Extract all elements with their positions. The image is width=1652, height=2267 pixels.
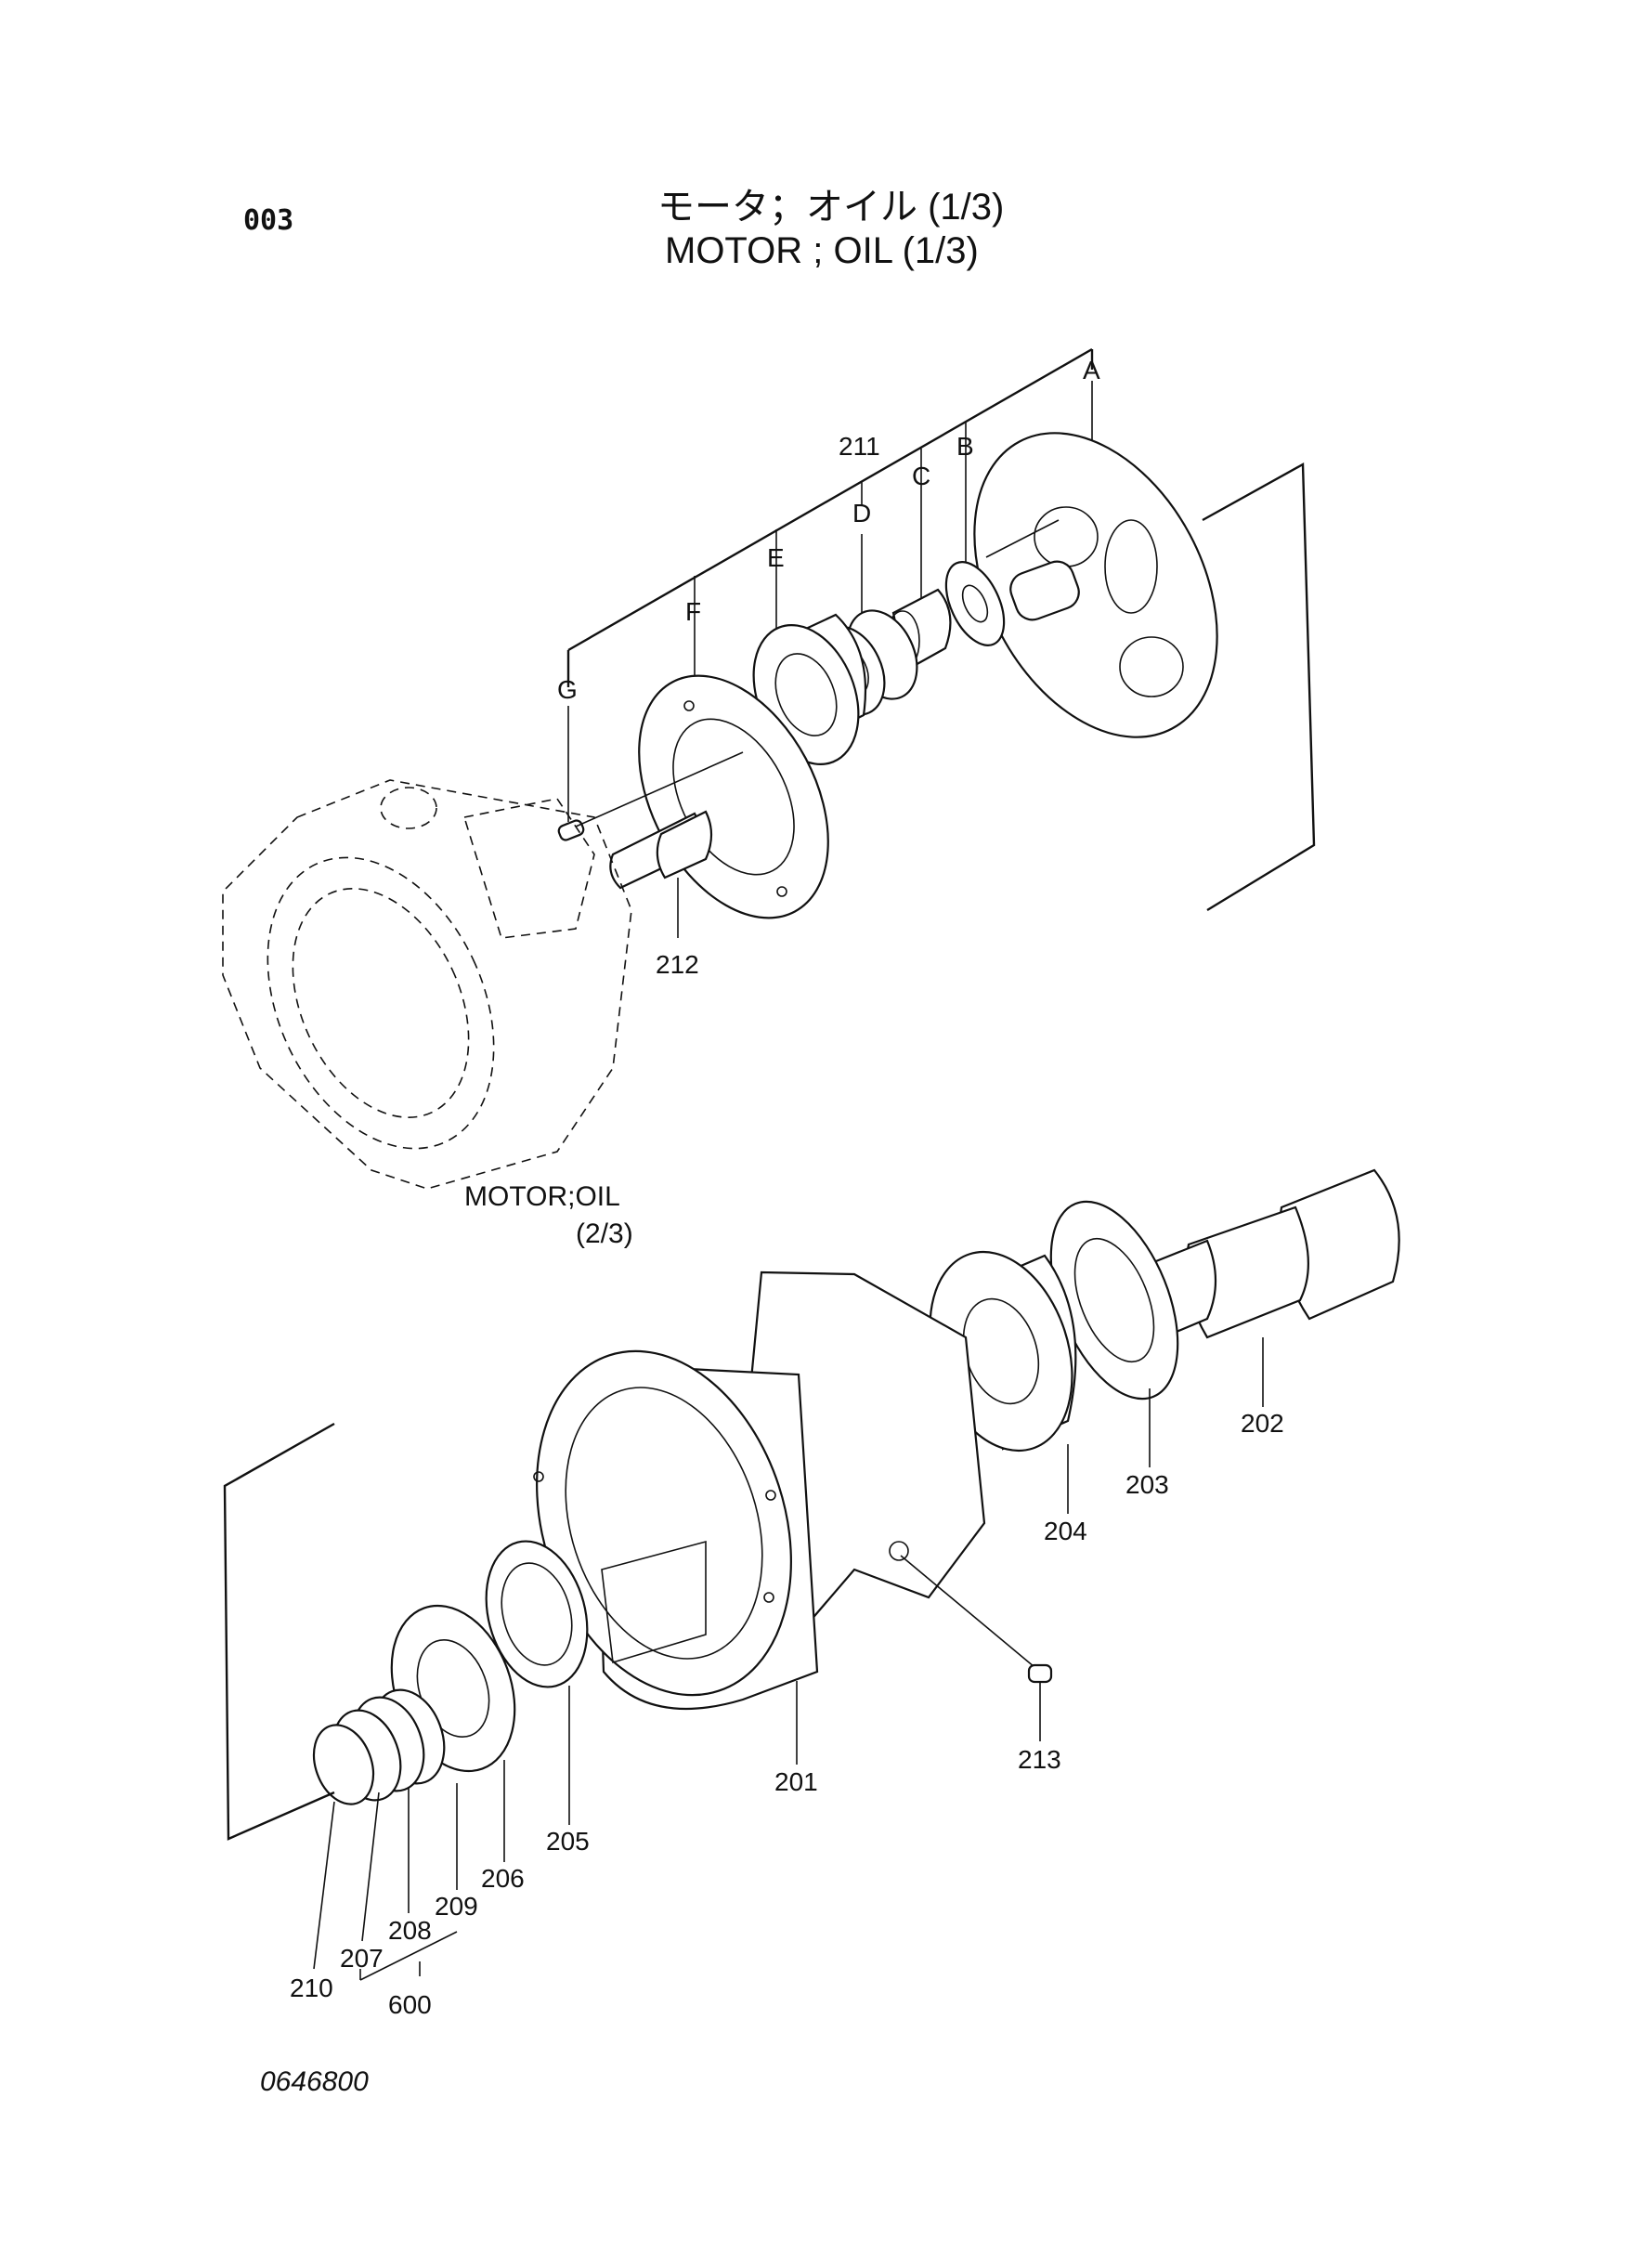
part-label-204: 204	[1044, 1517, 1087, 1545]
page-number: 003	[243, 204, 294, 237]
part-g-bolt	[557, 751, 744, 841]
housing-outline	[222, 779, 632, 1190]
group-label-e: E	[767, 543, 785, 572]
part-label-207: 207	[340, 1944, 384, 1973]
part-label-201: 201	[774, 1767, 818, 1796]
title-english: MOTOR ; OIL (1/3)	[665, 230, 979, 271]
callout-bracket-lower	[223, 1422, 335, 1841]
drawing-code: 0646800	[260, 2066, 369, 2097]
part-202-pinion	[1150, 1168, 1400, 1407]
group-label-a: A	[1083, 356, 1100, 384]
part-label-205: 205	[546, 1827, 590, 1856]
part-201-casing	[533, 1270, 986, 1765]
group-label-g: G	[557, 675, 578, 704]
group-label-c: C	[912, 462, 930, 490]
part-label-212: 212	[656, 950, 699, 979]
part-205-seal	[485, 1540, 589, 1825]
subassembly-ref-page: (2/3)	[576, 1218, 633, 1249]
group-label-f: F	[685, 597, 701, 626]
part-label-210: 210	[290, 1974, 333, 2002]
callout-bracket-upper	[1202, 462, 1316, 912]
part-b-washer	[944, 561, 1006, 646]
subassembly-ref-name: MOTOR;OIL	[464, 1181, 620, 1212]
part-a-carrier	[973, 432, 1218, 738]
part-213-plug	[900, 1555, 1053, 1741]
part-label-202: 202	[1241, 1409, 1284, 1438]
part-label-203: 203	[1125, 1470, 1169, 1499]
part-label-213: 213	[1018, 1745, 1061, 1774]
part-label-211: 211	[839, 432, 880, 461]
group-label-b: B	[956, 432, 974, 461]
part-label-206: 206	[481, 1864, 525, 1893]
part-212-shaft	[609, 810, 713, 938]
group-label-d: D	[852, 499, 871, 528]
title-japanese: モータ；オイル (1/3)	[657, 187, 1005, 228]
part-ring-set	[312, 1688, 458, 1981]
part-label-208: 208	[388, 1916, 432, 1945]
part-label-600: 600	[388, 1990, 432, 2019]
part-label-209: 209	[435, 1892, 478, 1921]
